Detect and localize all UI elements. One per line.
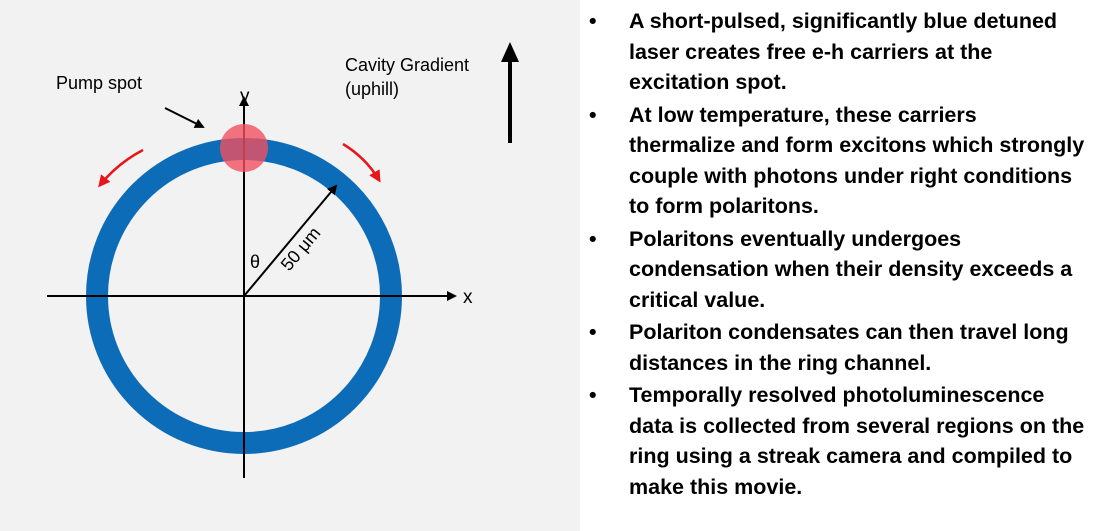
bullet-marker: • xyxy=(589,383,597,407)
ring-diagram: Pump spot Cavity Gradient (uphill) y x θ… xyxy=(47,42,519,478)
flow-arrow-right xyxy=(342,142,381,183)
gradient-label-line2: (uphill) xyxy=(345,79,399,99)
gradient-label-line1: Cavity Gradient xyxy=(345,55,469,75)
pump-pointer-arrow xyxy=(164,107,205,128)
x-axis-label: x xyxy=(463,287,473,308)
angle-label: θ xyxy=(250,252,260,272)
bullet-marker: • xyxy=(589,226,597,251)
bullet-item: • Temporally resolved photoluminescence d… xyxy=(589,380,1089,502)
radius-arrow xyxy=(243,184,338,297)
bullet-text: A short-pulsed, significantly blue detun… xyxy=(629,9,1058,94)
bullet-item: • At low temperature, these carriers ther… xyxy=(589,100,1089,222)
bullet-list: • A short-pulsed, significantly blue detu… xyxy=(589,6,1089,504)
gradient-arrow-head xyxy=(501,42,519,62)
y-axis-label: y xyxy=(240,86,250,107)
bullet-item: • A short-pulsed, significantly blue detu… xyxy=(589,6,1089,98)
bullet-text: At low temperature, these carriers therm… xyxy=(629,102,1085,219)
bullet-marker: • xyxy=(589,320,597,344)
pump-spot xyxy=(220,124,268,172)
bullet-text: Polariton condensates can then travel lo… xyxy=(629,320,1069,375)
bullet-item: • Polariton condensates can then travel l… xyxy=(589,317,1089,378)
bullet-text: Temporally resolved photoluminescence da… xyxy=(629,383,1085,499)
bullet-marker: • xyxy=(589,102,597,127)
bullet-item: • Polaritons eventually undergoes condens… xyxy=(589,224,1089,316)
flow-arrow-left xyxy=(98,148,144,188)
bullet-marker: • xyxy=(589,9,597,33)
bullet-text: Polaritons eventually undergoes condensa… xyxy=(629,226,1073,312)
ring-diagram-panel: Pump spot Cavity Gradient (uphill) y x θ… xyxy=(0,0,580,531)
pump-spot-label: Pump spot xyxy=(56,73,142,93)
